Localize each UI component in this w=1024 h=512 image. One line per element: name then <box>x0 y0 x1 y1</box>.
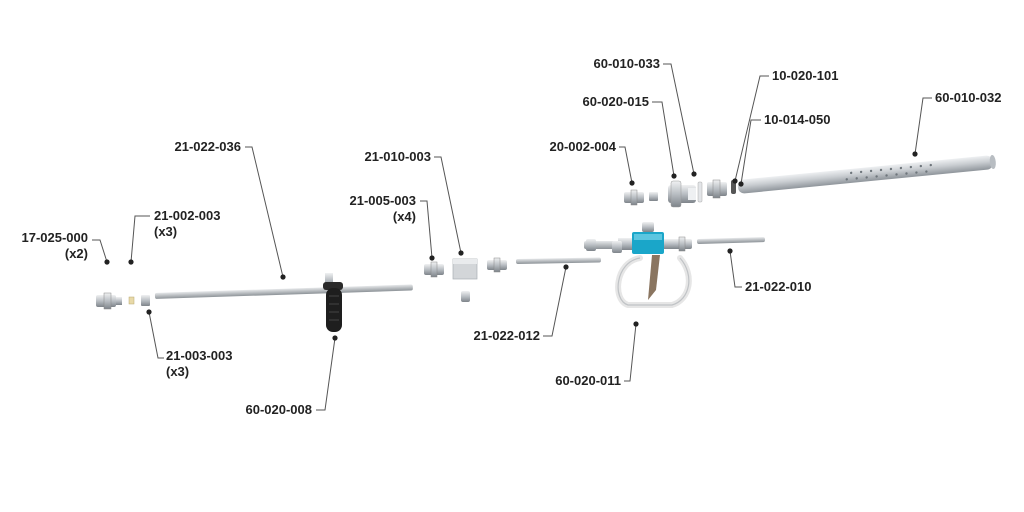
callout-21-010-003: 21-010-003 <box>365 149 432 164</box>
washer-60-010-033 <box>697 181 703 203</box>
valve-bottom-fitting <box>612 241 622 253</box>
nut-21-003-003 <box>141 295 150 306</box>
valve-assembly-60-020-011 <box>584 222 692 308</box>
callout-labels: 17-025-000 (x2) 21-002-003 (x3) 21-003-0… <box>22 56 1002 417</box>
rod-21-022-010 <box>696 237 765 244</box>
callout-60-010-033: 60-010-033 <box>594 56 661 71</box>
callout-17-025-000: 17-025-000 <box>22 230 89 245</box>
fitting-20-002-004 <box>624 189 644 206</box>
ferrule-upper <box>649 192 658 201</box>
leader-dots <box>104 151 918 341</box>
callout-10-020-101: 10-020-101 <box>772 68 839 83</box>
fitting-valve-right <box>672 236 692 252</box>
callout-21-005-003: 21-005-003 <box>350 193 417 208</box>
fitting-17-025-000 <box>96 292 122 310</box>
block-21-010-003 <box>452 258 478 280</box>
rod-21-022-012 <box>515 257 601 264</box>
callout-60-020-008: 60-020-008 <box>246 402 313 417</box>
callout-21-022-012: 21-022-012 <box>474 328 541 343</box>
fitting-block-right <box>487 257 507 273</box>
tube-60-010-032 <box>737 155 996 194</box>
body-60-020-015 <box>668 180 696 208</box>
callout-21-022-010: 21-022-010 <box>745 279 812 294</box>
callout-60-020-011: 60-020-011 <box>555 373 621 388</box>
callout-17-025-000-qty: (x2) <box>65 246 88 261</box>
callout-21-005-003-qty: (x4) <box>393 209 416 224</box>
handle-60-020-008 <box>323 282 343 332</box>
leader-lines <box>92 63 932 411</box>
rod-21-022-036 <box>154 284 413 299</box>
callout-60-020-015: 60-020-015 <box>583 94 650 109</box>
callout-20-002-004: 20-002-004 <box>550 139 617 154</box>
callout-60-010-032: 60-010-032 <box>935 90 1002 105</box>
callout-21-022-036: 21-022-036 <box>175 139 242 154</box>
callout-21-003-003-qty: (x3) <box>166 364 189 379</box>
nut-10-020-101 <box>707 179 727 199</box>
ferrule-21-002-003 <box>128 296 135 305</box>
callout-21-002-003-qty: (x3) <box>154 224 177 239</box>
callout-10-014-050: 10-014-050 <box>764 112 831 127</box>
fitting-21-005-003 <box>424 261 444 278</box>
callout-21-003-003: 21-003-003 <box>166 348 233 363</box>
block-bottom-fitting <box>461 291 470 302</box>
handle-collar <box>325 273 333 287</box>
callout-21-002-003: 21-002-003 <box>154 208 221 223</box>
